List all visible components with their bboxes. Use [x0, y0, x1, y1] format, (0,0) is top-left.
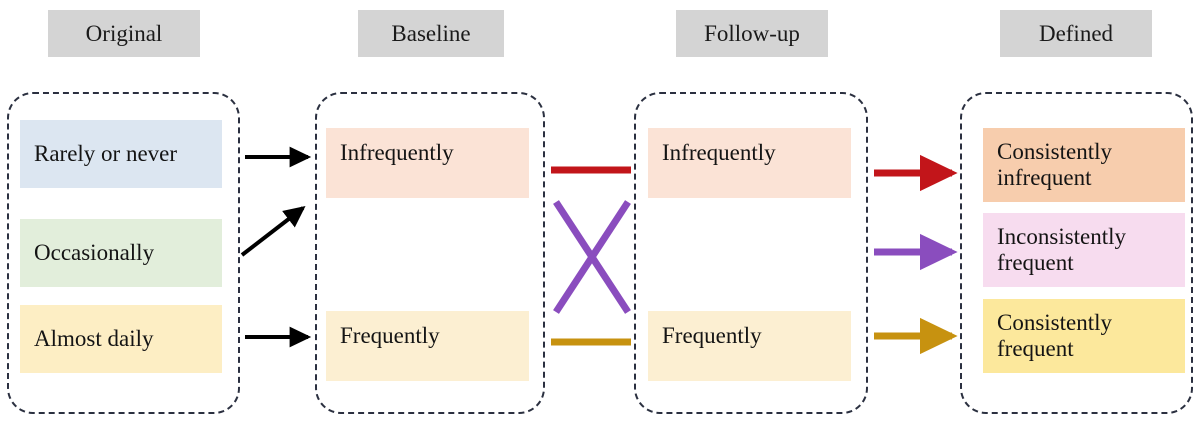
cell-label: Infrequently	[662, 140, 776, 165]
cell-label: Frequently	[662, 323, 762, 348]
cell-label: Almost daily	[34, 325, 154, 351]
column-header-baseline: Baseline	[358, 10, 504, 57]
cell-followup-frequently[interactable]: Frequently	[648, 311, 851, 381]
group-box-followup	[634, 92, 868, 414]
cell-label: Consistently frequent	[997, 309, 1113, 361]
group-box-defined	[960, 92, 1193, 414]
group-box-original	[7, 92, 240, 414]
cell-label: Inconsistently frequent	[997, 223, 1127, 275]
cell-label: Rarely or never	[34, 140, 178, 166]
column-header-original: Original	[48, 10, 200, 57]
cell-label: Occasionally	[34, 239, 155, 265]
cell-label: Consistently infrequent	[997, 138, 1113, 190]
cell-original-almost-daily[interactable]: Almost daily	[20, 305, 222, 373]
cell-original-occasionally[interactable]: Occasionally	[20, 219, 222, 287]
cell-defined-consistently-infrequent[interactable]: Consistently infrequent	[983, 128, 1185, 202]
cell-original-rarely-or-never[interactable]: Rarely or never	[20, 120, 222, 188]
column-header-defined: Defined	[1000, 10, 1152, 57]
cell-followup-infrequently[interactable]: Infrequently	[648, 128, 851, 198]
cell-baseline-infrequently[interactable]: Infrequently	[326, 128, 529, 198]
group-box-baseline	[315, 92, 545, 414]
cell-label: Frequently	[340, 323, 440, 348]
cell-defined-consistently-frequent[interactable]: Consistently frequent	[983, 299, 1185, 373]
column-header-followup: Follow-up	[676, 10, 828, 57]
arrow-occasionally-to-infrequently	[240, 206, 306, 257]
cell-baseline-frequently[interactable]: Frequently	[326, 311, 529, 381]
line-frequent-to-infrequent	[553, 200, 631, 314]
cell-label: Infrequently	[340, 140, 454, 165]
line-infrequent-to-frequent	[553, 200, 631, 314]
cell-defined-inconsistently-frequent[interactable]: Inconsistently frequent	[983, 213, 1185, 287]
